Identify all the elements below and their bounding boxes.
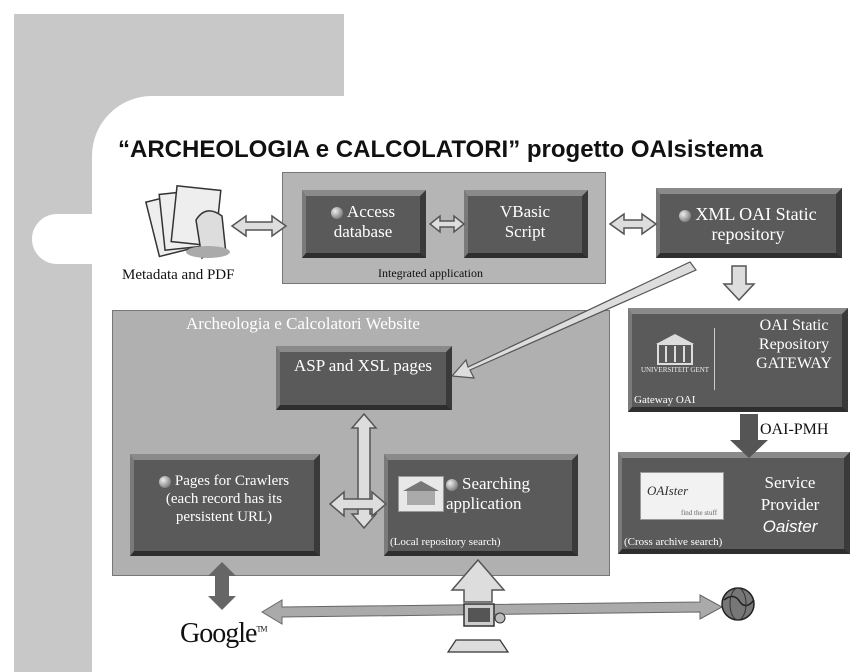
arrow-gateway-provider (730, 414, 768, 458)
arrow-computer-searching (450, 558, 506, 603)
globe-icon (679, 209, 692, 222)
building-thumbnail (398, 476, 444, 512)
diagram-title: “ARCHEOLOGIA e CALCOLATORI” progetto OAI… (118, 136, 763, 163)
asp-xsl-pages-box: ASP and XSL pages (276, 346, 452, 410)
vbasic-script-label: VBasic Script (499, 202, 551, 241)
building-icon (403, 481, 439, 505)
crawler-pages-label: Pages for Crawlers (each record has its … (165, 473, 290, 525)
arrow-google-crawlers (208, 562, 236, 610)
website-label: Archeologia e Calcolatori Website (186, 314, 420, 333)
slide-tab (32, 214, 132, 264)
xml-oai-static-repository-label: XML OAI Static repository (695, 204, 817, 244)
arrow-integrated-xml (608, 212, 658, 236)
cross-archive-search-label: (Cross archive search) (624, 536, 723, 548)
ugent-logo-text: UNIVERSITEIT GENT (640, 366, 710, 374)
university-building-icon (656, 334, 694, 365)
oai-pmh-label: OAI-PMH (760, 421, 829, 438)
xml-oai-static-repository-box: XML OAI Static repository (656, 188, 842, 258)
asp-xsl-pages-label: ASP and XSL pages (293, 356, 433, 375)
access-database-label: Access database (333, 202, 396, 241)
ugent-logo: UNIVERSITEIT GENT (636, 328, 715, 390)
computer-user-icon (446, 603, 510, 653)
oaister-logo-tagline: find the stuff (681, 509, 718, 517)
metadata-and-pdf-label: Metadata and PDF (122, 267, 235, 283)
service-provider-box: OAIster find the stuff Service Provider … (618, 452, 850, 554)
access-database-box: Access database (302, 190, 426, 258)
crawler-pages-box: Pages for Crawlers (each record has its … (130, 454, 320, 556)
globe-icon-large (721, 587, 755, 621)
local-repository-search-label: (Local repository search) (390, 536, 501, 548)
searching-application-label: Searching application (446, 474, 530, 513)
gateway-oai-label: Gateway OAI (634, 394, 696, 406)
google-trademark: TM (256, 624, 267, 634)
arrow-crawlers-searching (328, 490, 388, 518)
google-logo: GoogleTM (180, 618, 267, 650)
globe-icon (446, 479, 458, 492)
vbasic-script-box: VBasic Script (464, 190, 588, 258)
oai-gateway-label: OAI Static Repository GATEWAY (756, 317, 832, 372)
arrow-xml-asp (450, 261, 697, 379)
searching-application-box: Searching application (Local repository … (384, 454, 578, 556)
globe-icon (158, 475, 171, 488)
integrated-application-label: Integrated application (378, 266, 483, 280)
arrow-access-vbasic (428, 214, 466, 234)
arrow-xml-gateway (722, 265, 756, 302)
globe-icon (330, 207, 343, 220)
oai-gateway-box: UNIVERSITEIT GENT Gateway OAI OAI Static… (628, 308, 848, 412)
oaister-logo-text: OAIster (647, 483, 689, 498)
oaister-label: Oaister (762, 517, 818, 536)
service-provider-text: Service Provider Oaister (740, 472, 840, 538)
service-provider-label: Service Provider (760, 473, 820, 514)
searching-application-text: Searching application (446, 474, 570, 514)
google-logo-text: Google (180, 618, 257, 649)
arrow-metadata-integrated (230, 214, 288, 238)
oaister-logo: OAIster find the stuff (640, 472, 724, 520)
